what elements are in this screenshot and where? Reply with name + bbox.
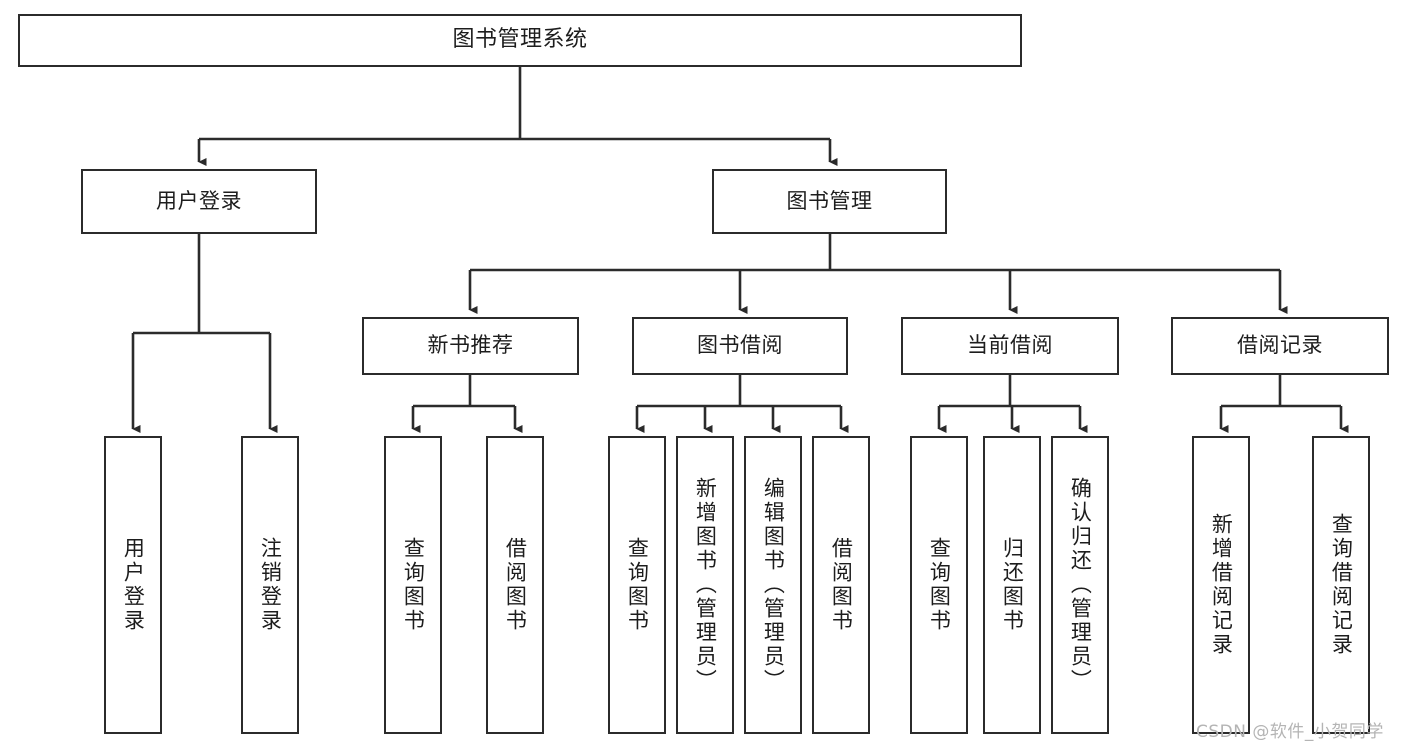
node-root[interactable]: 图书管理系统 — [18, 14, 1022, 67]
node-label: 借阅记录 — [1237, 333, 1323, 358]
node-label: 注销登录 — [258, 537, 283, 633]
node-leaf-logout[interactable]: 注销登录 — [241, 436, 299, 734]
node-leaf-user-login[interactable]: 用户登录 — [104, 436, 162, 734]
node-label: 用户登录 — [121, 537, 146, 633]
node-label: 确认归还（管理员） — [1068, 477, 1093, 693]
node-label: 新增借阅记录 — [1209, 513, 1234, 657]
node-level3-current-borrow[interactable]: 当前借阅 — [901, 317, 1119, 375]
node-level3-borrow-record[interactable]: 借阅记录 — [1171, 317, 1389, 375]
node-label: 编辑图书（管理员） — [761, 477, 786, 693]
node-leaf-edit-book-admin[interactable]: 编辑图书（管理员） — [744, 436, 802, 734]
node-label: 查询图书 — [625, 537, 650, 633]
node-label: 查询图书 — [401, 537, 426, 633]
node-root-label: 图书管理系统 — [452, 27, 588, 53]
node-level3-new-book-recommend[interactable]: 新书推荐 — [362, 317, 579, 375]
node-label: 查询借阅记录 — [1329, 513, 1354, 657]
node-leaf-query-book-current[interactable]: 查询图书 — [910, 436, 968, 734]
node-label: 图书管理 — [786, 188, 873, 213]
node-label: 查询图书 — [927, 537, 952, 633]
node-label: 当前借阅 — [967, 333, 1053, 358]
node-level3-book-borrow[interactable]: 图书借阅 — [632, 317, 848, 375]
node-label: 借阅图书 — [829, 537, 854, 633]
node-label: 新书推荐 — [427, 333, 514, 358]
node-leaf-add-book-admin[interactable]: 新增图书（管理员） — [676, 436, 734, 734]
node-leaf-query-borrow-record[interactable]: 查询借阅记录 — [1312, 436, 1370, 734]
node-label: 用户登录 — [156, 188, 242, 213]
node-level2-book-management[interactable]: 图书管理 — [712, 169, 947, 234]
node-leaf-borrow-book[interactable]: 借阅图书 — [812, 436, 870, 734]
node-level2-user-login[interactable]: 用户登录 — [81, 169, 317, 234]
node-label: 图书借阅 — [697, 333, 783, 358]
node-leaf-query-book-borrow[interactable]: 查询图书 — [608, 436, 666, 734]
node-label: 新增图书（管理员） — [693, 477, 718, 693]
node-leaf-confirm-return-admin[interactable]: 确认归还（管理员） — [1051, 436, 1109, 734]
node-leaf-borrow-book-recommend[interactable]: 借阅图书 — [486, 436, 544, 734]
node-leaf-return-book[interactable]: 归还图书 — [983, 436, 1041, 734]
node-leaf-add-borrow-record[interactable]: 新增借阅记录 — [1192, 436, 1250, 734]
csdn-watermark: CSDN @软件_小贺同学 — [1196, 717, 1384, 742]
watermark-text: CSDN @软件_小贺同学 — [1196, 722, 1384, 742]
node-label: 归还图书 — [1000, 537, 1025, 633]
node-leaf-query-book-recommend[interactable]: 查询图书 — [384, 436, 442, 734]
node-label: 借阅图书 — [503, 537, 528, 633]
